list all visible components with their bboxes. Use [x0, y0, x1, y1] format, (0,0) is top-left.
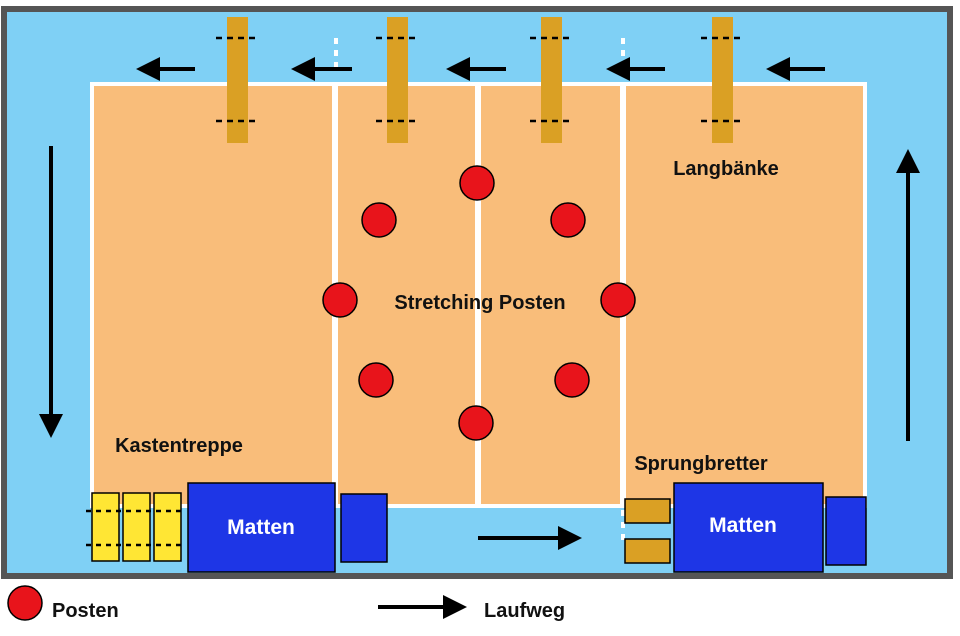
posten-marker: [458, 405, 494, 441]
posten-marker: [322, 282, 358, 318]
mats-right: [673, 482, 824, 573]
label-stretching-posten: Stretching Posten: [394, 292, 565, 314]
posten-marker: [459, 165, 495, 201]
bench: [216, 17, 258, 143]
springboards: [624, 498, 671, 564]
mats-left: [187, 482, 336, 573]
label-matten-right: Matten: [709, 514, 777, 537]
benches: [216, 17, 743, 143]
small-mat-left: [340, 493, 388, 563]
bench: [376, 17, 418, 143]
stretching-stations: [322, 165, 636, 441]
box-steps: [86, 492, 186, 562]
posten-marker: [361, 202, 397, 238]
bench: [701, 17, 743, 143]
legend: Posten Laufweg: [7, 585, 565, 622]
posten-marker: [554, 362, 590, 398]
posten-marker: [358, 362, 394, 398]
legend-posten-label: Posten: [52, 600, 119, 622]
posten-marker: [550, 202, 586, 238]
label-langbaenke: Langbänke: [673, 158, 779, 180]
legend-laufweg-label: Laufweg: [484, 600, 565, 622]
bench: [530, 17, 572, 143]
label-kastentreppe: Kastentreppe: [115, 435, 243, 457]
label-sprungbretter: Sprungbretter: [634, 453, 768, 475]
label-matten-left: Matten: [227, 516, 295, 539]
small-mat-right: [825, 496, 867, 566]
legend-posten-icon: [7, 585, 43, 621]
posten-marker: [600, 282, 636, 318]
